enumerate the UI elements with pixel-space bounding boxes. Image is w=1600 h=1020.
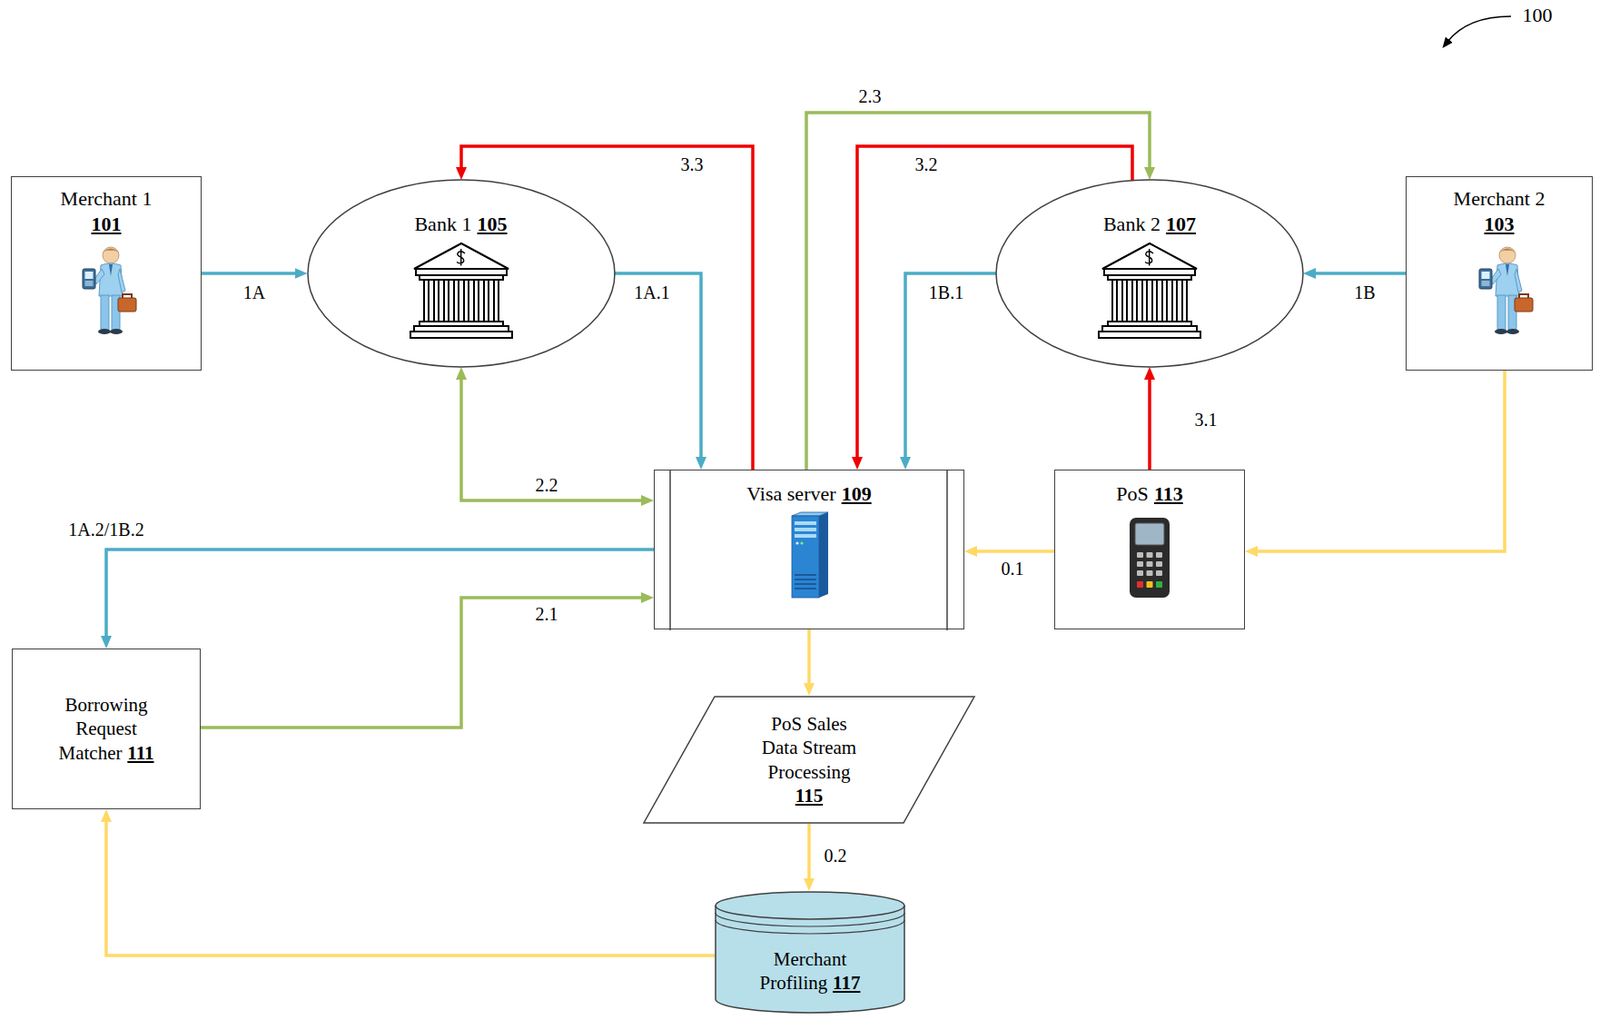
text-group: Bank 1105 (352, 211, 571, 238)
flow-arrow (1254, 370, 1505, 552)
text-group: Borrowing Request Matcher111 (47, 692, 166, 765)
text-group: Merchant 2103 (1414, 186, 1584, 237)
ellipse-outline (307, 179, 615, 367)
flow-arrow (1312, 271, 1406, 276)
ellipse-outline (306, 178, 616, 368)
step-label: 0.1 (999, 558, 1027, 579)
reference-number: 115 (754, 783, 864, 808)
step-label: 3.2 (913, 154, 940, 175)
reference-number: 101 (19, 211, 193, 238)
flow-arrow (973, 549, 1055, 554)
step-label: 1B (1352, 282, 1377, 303)
flow-arrow (614, 273, 702, 461)
step-label: 2.3 (857, 86, 884, 107)
flow-arrow (905, 273, 997, 461)
merchant-icon (82, 246, 137, 335)
reference-number: 107 (1165, 212, 1196, 236)
flow-arrow (106, 549, 654, 640)
reference-number: 111 (127, 741, 154, 764)
flow-arrow (201, 271, 299, 276)
flow-arrow (461, 146, 753, 470)
bank-ellipse: Bank 1105 (306, 178, 616, 368)
reference-number: 113 (1154, 482, 1184, 505)
pos-box: PoS 113 (1054, 469, 1245, 630)
node-title: PoS (1116, 482, 1148, 505)
flow-arrow (806, 112, 1150, 470)
node-title: PoS Sales Data Stream Processing (754, 711, 864, 784)
flow-arrow (461, 375, 645, 501)
parallelogram-outline (643, 696, 975, 823)
flow-arrow (807, 823, 811, 882)
cylinder-ring (715, 919, 905, 934)
flow-arrow (807, 629, 811, 687)
flow-arrow (200, 597, 645, 728)
node-title: Bank 1 (414, 212, 472, 236)
cylinder-body (715, 905, 905, 1013)
matcher-box: Borrowing Request Matcher111 (11, 648, 201, 810)
bank-icon (410, 243, 513, 338)
reference-number: 109 (841, 482, 872, 505)
merchant-box: Merchant 1101 (10, 176, 202, 371)
flow-arrow (106, 818, 715, 956)
flow-arrow (857, 146, 1133, 461)
step-label: 2.2 (533, 474, 561, 495)
callout-number: 100 (1520, 4, 1555, 27)
ellipse-outline (996, 179, 1304, 367)
pos-terminal-icon (1129, 517, 1170, 598)
text-group: PoS Sales Data Stream Processing115 (754, 711, 864, 808)
reference-number: 103 (1414, 211, 1584, 238)
reference-number: 105 (477, 212, 508, 236)
merchant-icon (1479, 246, 1533, 335)
cylinder-ring (715, 912, 905, 927)
step-label: 1A.1 (632, 282, 672, 303)
text-group: Bank 2107 (1040, 211, 1259, 238)
data-parallelogram: PoS Sales Data Stream Processing115 (642, 695, 976, 824)
step-label: 1A (241, 282, 267, 303)
database-cylinder: Merchant Profiling117 (714, 890, 906, 1014)
text-group: Visa server109 (681, 481, 937, 507)
node-title: Merchant 2 (1414, 186, 1584, 212)
server-box: Visa server109 (653, 469, 965, 630)
step-label: 1B.1 (927, 282, 966, 303)
cylinder-top (715, 891, 905, 919)
step-label: 0.2 (822, 845, 850, 866)
server-icon (791, 512, 829, 598)
ellipse-outline (995, 178, 1304, 368)
step-label: 2.1 (533, 603, 561, 624)
step-label: 3.1 (1193, 409, 1220, 430)
text-group: Merchant 1101 (19, 186, 193, 237)
bank-ellipse: Bank 2107 (995, 178, 1304, 368)
text-group: PoS 113 (1063, 481, 1236, 507)
node-title: Bank 2 (1103, 212, 1161, 236)
figure-leader-arrow (1447, 16, 1512, 42)
bank-icon (1098, 243, 1201, 338)
step-label: 1A.2/1B.2 (66, 519, 146, 540)
node-title: Visa server (746, 482, 836, 505)
process-side-bar (669, 470, 672, 631)
process-side-bar (946, 470, 949, 631)
reference-number: 117 (832, 971, 860, 994)
merchant-box: Merchant 2103 (1405, 176, 1593, 371)
text-group: Merchant Profiling117 (750, 947, 870, 996)
node-title: Merchant 1 (19, 186, 193, 212)
flow-arrow (1147, 375, 1152, 470)
step-label: 3.3 (679, 154, 706, 175)
